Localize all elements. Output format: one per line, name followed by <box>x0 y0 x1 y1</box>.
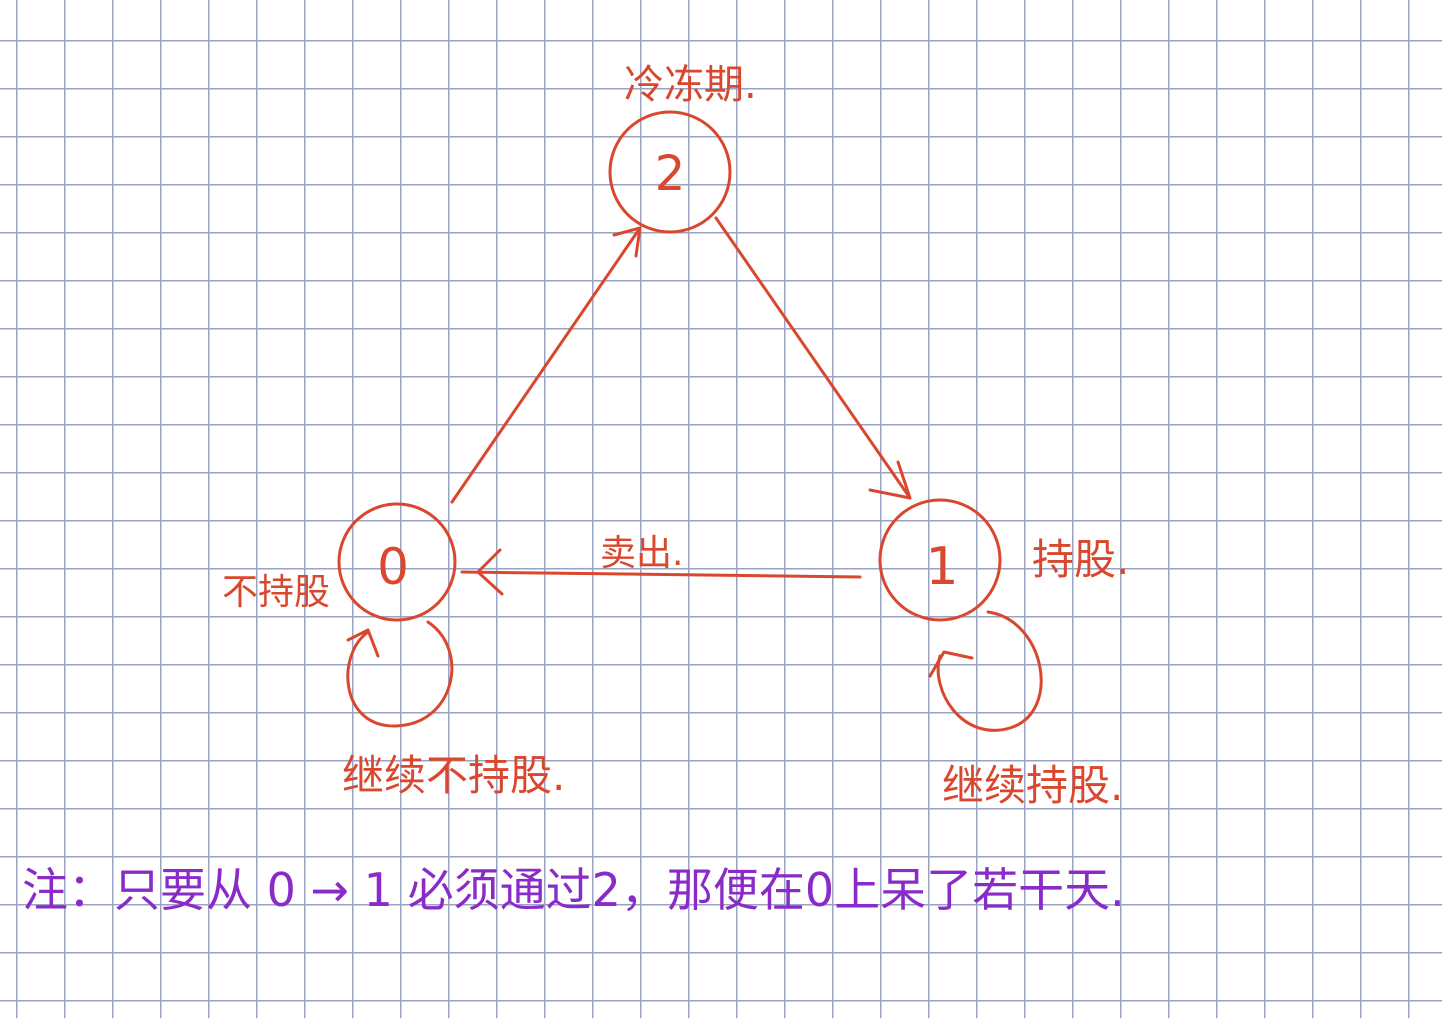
state-node-1 <box>878 498 1002 622</box>
edge-2-to-1 <box>714 216 912 500</box>
edge-1-to-0-arrowhead <box>476 548 504 596</box>
state-node-2-label: 2 <box>655 146 686 202</box>
self-loop-0-label: 继续不持股. <box>342 751 565 800</box>
self-loop-1-label: 继续持股. <box>942 761 1123 810</box>
edge-0-to-2 <box>450 226 642 504</box>
edge-1-to-0 <box>460 548 862 596</box>
state-node-2-circle <box>608 110 732 234</box>
state-node-1-circle <box>878 498 1002 622</box>
state-node-1-label: 1 <box>925 537 958 597</box>
self-loop-0 <box>346 620 454 728</box>
state-node-0-circle <box>337 502 457 622</box>
state-node-0-label: 0 <box>377 538 409 596</box>
self-loop-0-curve <box>346 620 454 728</box>
edge-0-to-2-arrowhead <box>612 226 642 258</box>
edge-2-to-1-arrowhead <box>868 460 912 500</box>
edge-2-to-1-line <box>714 216 912 500</box>
self-loop-0-arrowhead <box>346 628 380 658</box>
state-node-1-caption: 持股. <box>1032 535 1129 584</box>
state-node-2 <box>608 110 732 234</box>
self-loop-1-arrowhead <box>928 650 974 678</box>
bottom-note: 注：只要从 0 → 1 必须通过2，那便在0上呆了若干天. <box>22 863 1125 917</box>
edge-1-to-0-line <box>460 570 862 579</box>
edge-0-to-2-line <box>450 226 642 504</box>
state-node-2-caption: 冷冻期. <box>624 62 757 108</box>
self-loop-1 <box>928 610 1043 732</box>
state-node-0-caption: 不持股 <box>222 572 330 613</box>
self-loop-1-curve <box>936 610 1043 732</box>
edge-1-to-0-label: 卖出. <box>600 533 683 574</box>
state-node-0 <box>337 502 457 622</box>
